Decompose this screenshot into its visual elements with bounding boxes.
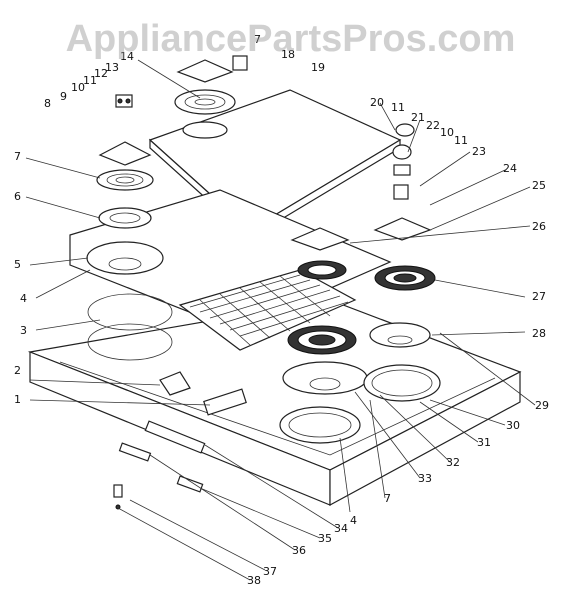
callout-25: 25: [532, 179, 546, 192]
callout-26: 26: [532, 220, 546, 233]
callout-4b: 4: [350, 514, 357, 527]
callout-4: 4: [20, 292, 27, 305]
callout-24: 24: [503, 162, 517, 175]
callout-6: 6: [14, 190, 21, 203]
grille-vent-panel: [178, 269, 357, 351]
callout-20: 20: [370, 96, 384, 109]
callout-27: 27: [532, 290, 546, 303]
right-coil-elements: [297, 260, 436, 348]
callout-labels: 1 2 3 4 4 5 6 7 7 7 8 9 10 10 11 11 11 1…: [14, 33, 549, 587]
right-receptacle-parts: [290, 123, 432, 251]
callout-23: 23: [472, 145, 486, 158]
callout-12: 12: [94, 67, 108, 80]
callout-11: 11: [83, 74, 97, 87]
callout-10b: 10: [440, 126, 454, 139]
callout-36: 36: [292, 544, 306, 557]
callout-10: 10: [71, 81, 85, 94]
callout-19: 19: [311, 61, 325, 74]
callout-9: 9: [60, 90, 67, 103]
callout-7b: 7: [254, 33, 261, 46]
callout-7c: 7: [384, 492, 391, 505]
callout-28: 28: [532, 327, 546, 340]
callout-30: 30: [506, 419, 520, 432]
callout-35: 35: [318, 532, 332, 545]
callout-5: 5: [14, 258, 21, 271]
callout-7: 7: [14, 150, 21, 163]
callout-31: 31: [477, 436, 491, 449]
top-center-burner: [174, 55, 248, 139]
callout-21: 21: [411, 111, 425, 124]
lower-center-burners: [279, 325, 441, 444]
callout-34: 34: [334, 522, 348, 535]
left-burner-stack: [86, 94, 164, 275]
callout-33: 33: [418, 472, 432, 485]
callout-18: 18: [281, 48, 295, 61]
switch-and-harness-parts: [113, 371, 247, 510]
callout-11b: 11: [391, 101, 405, 114]
leader-lines: [25, 59, 536, 581]
callout-11c: 11: [454, 134, 468, 147]
callout-13: 13: [105, 61, 119, 74]
callout-38: 38: [247, 574, 261, 587]
callout-3: 3: [20, 324, 27, 337]
callout-37: 37: [263, 565, 277, 578]
callout-2: 2: [14, 364, 21, 377]
callout-14: 14: [120, 50, 134, 63]
callout-32: 32: [446, 456, 460, 469]
callout-29: 29: [535, 399, 549, 412]
callout-8: 8: [44, 97, 51, 110]
callout-1: 1: [14, 393, 21, 406]
callout-22: 22: [426, 119, 440, 132]
